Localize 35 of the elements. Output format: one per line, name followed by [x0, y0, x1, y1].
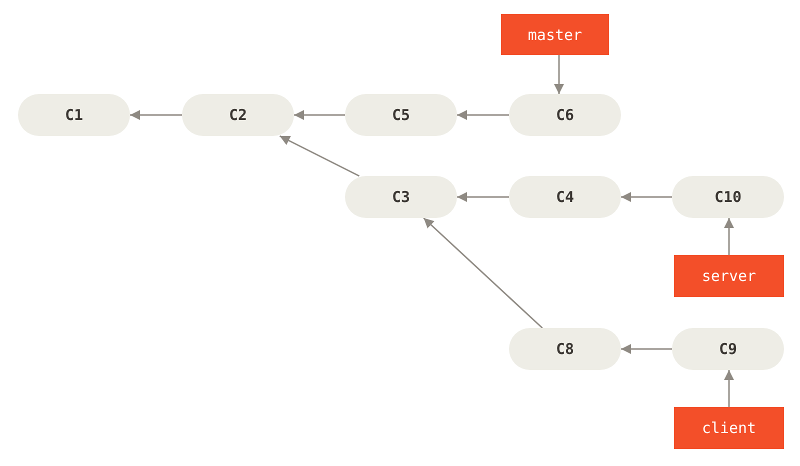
commit-pill: [509, 94, 621, 136]
arrow: [621, 344, 672, 354]
arrow: [130, 110, 182, 120]
commit-pill: [509, 176, 621, 218]
commit-label: C4: [556, 188, 574, 206]
branch-label-box: [674, 255, 784, 297]
commit-label: C1: [64, 106, 84, 124]
commit-label: C5: [392, 106, 410, 124]
commit-label: C6: [556, 106, 574, 124]
arrow: [294, 110, 345, 120]
commit-pill: [18, 94, 130, 136]
commit-label: C10: [714, 188, 742, 206]
arrow: [724, 370, 734, 407]
arrow: [724, 218, 734, 255]
arrow: [423, 217, 543, 329]
commit-pill: [345, 94, 457, 136]
arrow: [554, 55, 564, 94]
branch-name: master: [528, 26, 582, 44]
branch-label-box: [674, 407, 784, 449]
branch-name: client: [702, 419, 756, 437]
branch-label-box: [501, 14, 609, 55]
commit-pill: [672, 176, 784, 218]
commit-label: C2: [228, 106, 248, 124]
arrow: [621, 192, 672, 202]
arrow: [457, 110, 509, 120]
commit-label: C8: [556, 340, 574, 358]
branch-name: server: [702, 267, 756, 285]
commit-pill: [509, 328, 621, 370]
commit-pill: [345, 176, 457, 218]
commit-pill: [182, 94, 294, 136]
arrow: [279, 135, 360, 177]
commit-label: C3: [392, 188, 410, 206]
arrow: [457, 192, 509, 202]
commit-label: C9: [718, 340, 738, 358]
commit-pill: [672, 328, 784, 370]
